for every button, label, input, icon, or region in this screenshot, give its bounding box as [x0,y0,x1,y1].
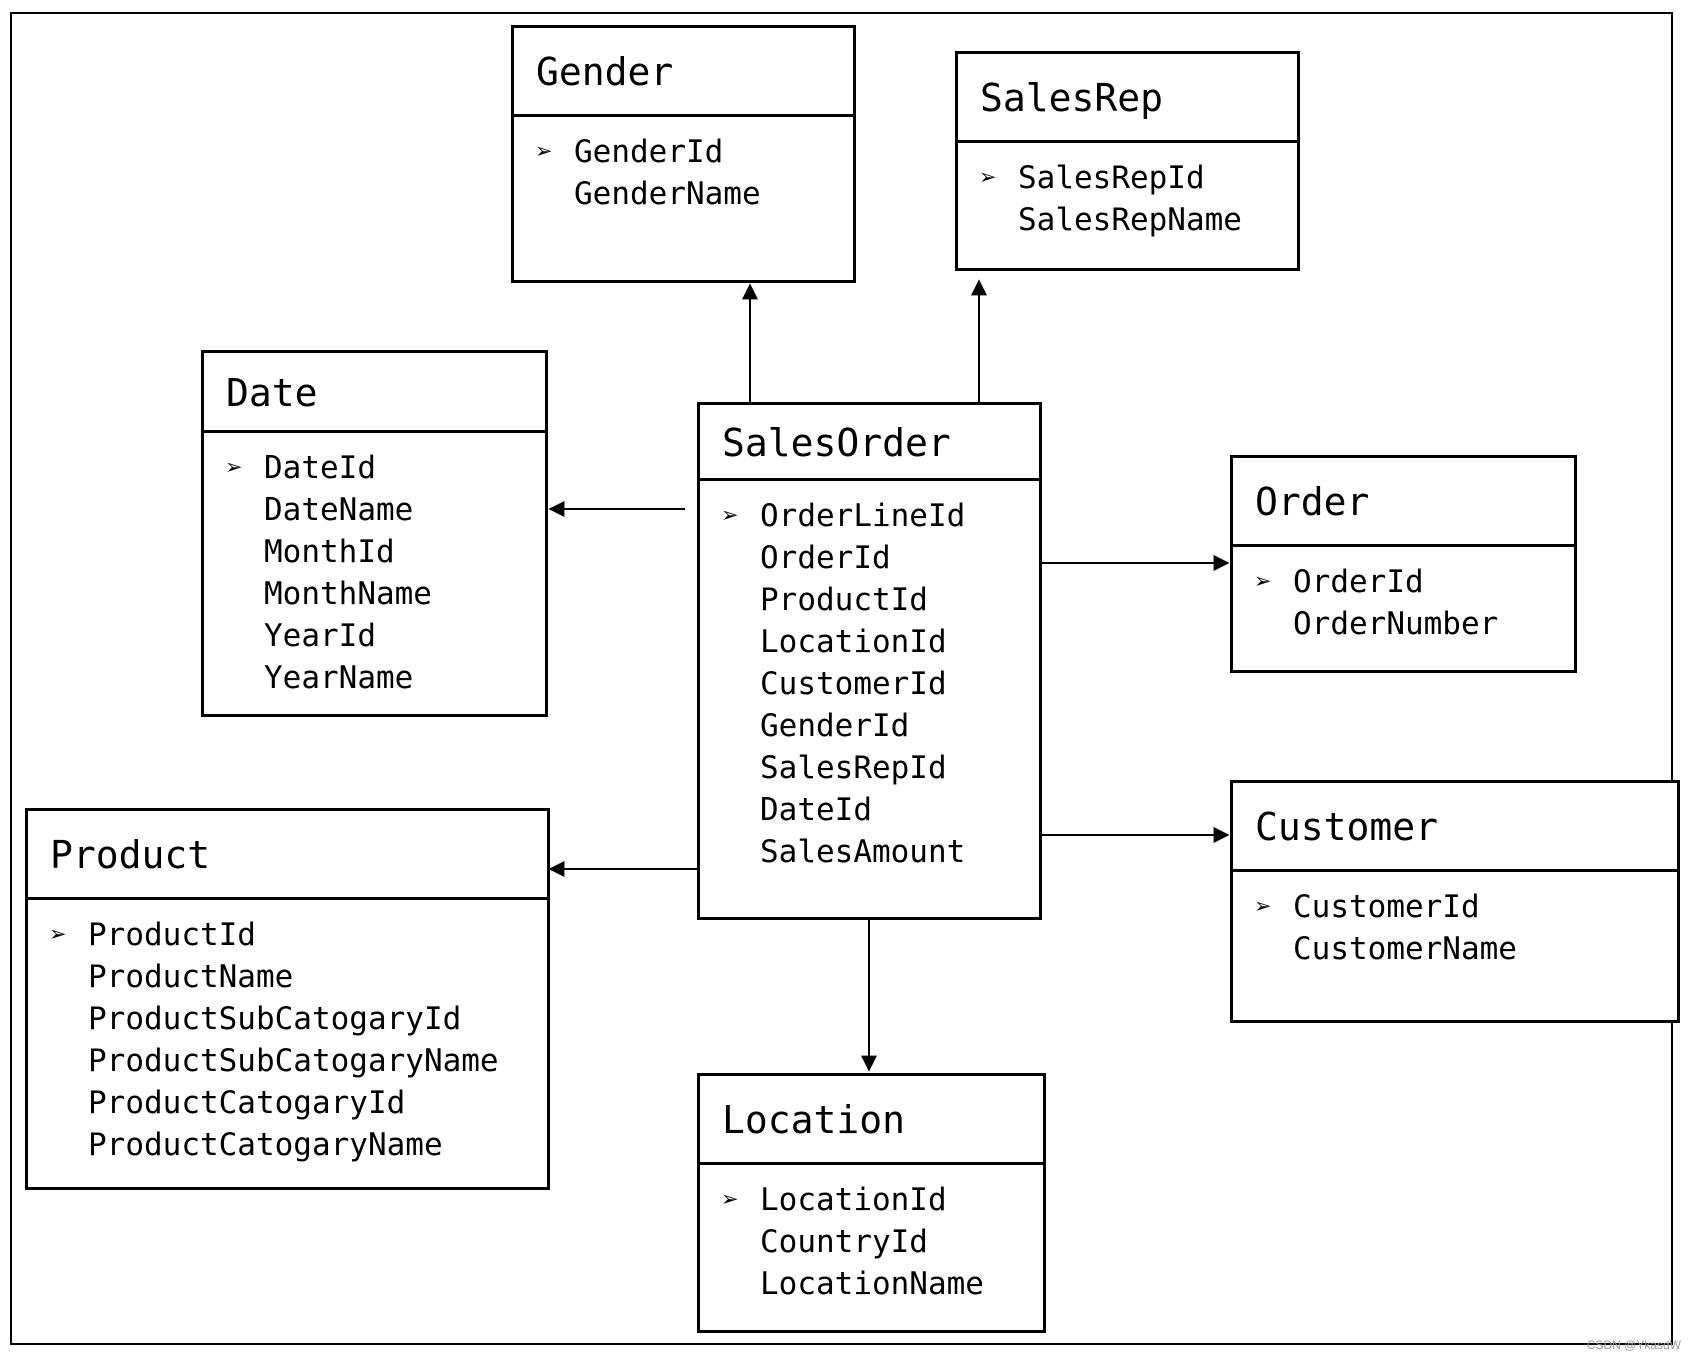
date-field: MonthName [264,576,432,612]
product-field: ProductSubCatogaryName [88,1043,499,1079]
salesorder-pk-label: OrderLineId [760,498,966,534]
salesrep-pk-label: SalesRepId [1018,160,1205,196]
location-field: CountryId [760,1224,928,1260]
location-table-title: Location [700,1076,1043,1165]
order-table-title: Order [1233,458,1574,547]
salesorder-field: SalesAmount [760,834,966,870]
date-table: Date ➢DateId DateName MonthId MonthName … [201,350,548,717]
order-pk-field: ➢ OrderId [1233,561,1574,603]
salesorder-field: LocationId [760,624,947,660]
customer-table: Customer ➢ CustomerId CustomerName [1230,780,1680,1023]
date-field: YearName [264,660,414,696]
date-field: YearId [264,618,376,654]
product-pk-field: ➢ ProductId [28,914,547,956]
product-pk-label: ProductId [88,917,256,953]
salesorder-field: SalesRepId [760,750,947,786]
customer-table-title: Customer [1233,783,1677,872]
location-field: LocationName [760,1266,984,1302]
primary-key-icon: ➢ [226,451,243,484]
primary-key-icon: ➢ [50,918,67,951]
customer-field: CustomerName [1293,931,1517,967]
salesorder-field: GenderId [760,708,910,744]
gender-pk-label: GenderId [574,134,724,170]
order-field: OrderNumber [1293,606,1499,642]
product-field: ProductCatogaryName [88,1127,443,1163]
gender-pk-field: ➢ GenderId [514,131,853,173]
primary-key-icon: ➢ [722,1183,739,1216]
customer-pk-label: CustomerId [1293,889,1480,925]
product-table-title: Product [28,811,547,900]
salesrep-pk-field: ➢ SalesRepId [958,157,1297,199]
date-field: MonthId [264,534,395,570]
product-field: ProductSubCatogaryId [88,1001,462,1037]
primary-key-icon: ➢ [1255,565,1272,598]
primary-key-icon: ➢ [722,499,739,532]
customer-pk-field: ➢ CustomerId [1233,886,1677,928]
salesrep-field: SalesRepName [1018,202,1242,238]
salesorder-table: SalesOrder ➢ OrderLineId OrderId ProductI… [697,402,1042,920]
primary-key-icon: ➢ [1255,890,1272,923]
salesrep-table-title: SalesRep [958,54,1297,143]
gender-field: GenderName [574,176,761,212]
product-field: ProductCatogaryId [88,1085,406,1121]
primary-key-icon: ➢ [536,135,553,168]
watermark: CSDN @YkasdW [1586,1338,1681,1352]
date-field: DateName [264,492,414,528]
order-pk-label: OrderId [1293,564,1424,600]
salesorder-field: ProductId [760,582,928,618]
location-table: Location ➢ LocationId CountryId LocationN… [697,1073,1046,1333]
salesorder-pk-field: ➢ OrderLineId [700,495,1039,537]
order-table: Order ➢ OrderId OrderNumber [1230,455,1577,673]
salesorder-table-title: SalesOrder [700,405,1039,481]
location-pk-label: LocationId [760,1182,947,1218]
product-table: Product ➢ ProductId ProductName ProductSu… [25,808,550,1190]
diagram-frame [10,12,1673,1345]
date-pk-label: DateId [264,450,376,486]
gender-table: Gender ➢ GenderId GenderName [511,25,856,283]
salesorder-field: DateId [760,792,872,828]
gender-table-title: Gender [514,28,853,117]
salesrep-table: SalesRep ➢ SalesRepId SalesRepName [955,51,1300,271]
product-field: ProductName [88,959,294,995]
date-pk-field: ➢ DateId [204,447,545,489]
salesorder-field: CustomerId [760,666,947,702]
location-pk-field: ➢ LocationId [700,1179,1043,1221]
salesorder-field: OrderId [760,540,891,576]
date-table-title: Date [204,353,545,433]
primary-key-icon: ➢ [980,161,997,194]
